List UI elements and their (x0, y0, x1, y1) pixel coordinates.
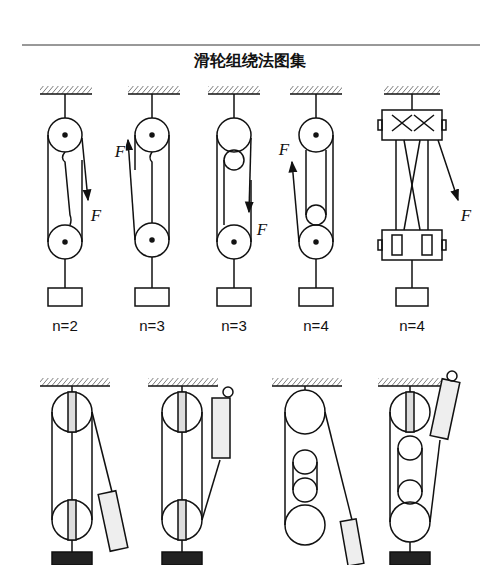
force-label: F (256, 221, 268, 240)
rope-count: n=4 (399, 318, 424, 335)
rope-count: n=3 (221, 318, 246, 335)
rope-count: n=4 (303, 318, 328, 335)
force-label: F (460, 207, 472, 226)
rope-count: n=2 (52, 318, 77, 335)
force-label: F (114, 143, 126, 162)
force-label: F (90, 207, 102, 226)
title: 滑轮组绕法图集 (194, 52, 306, 70)
force-label: F (278, 141, 290, 160)
rope-count: n=3 (139, 318, 164, 335)
